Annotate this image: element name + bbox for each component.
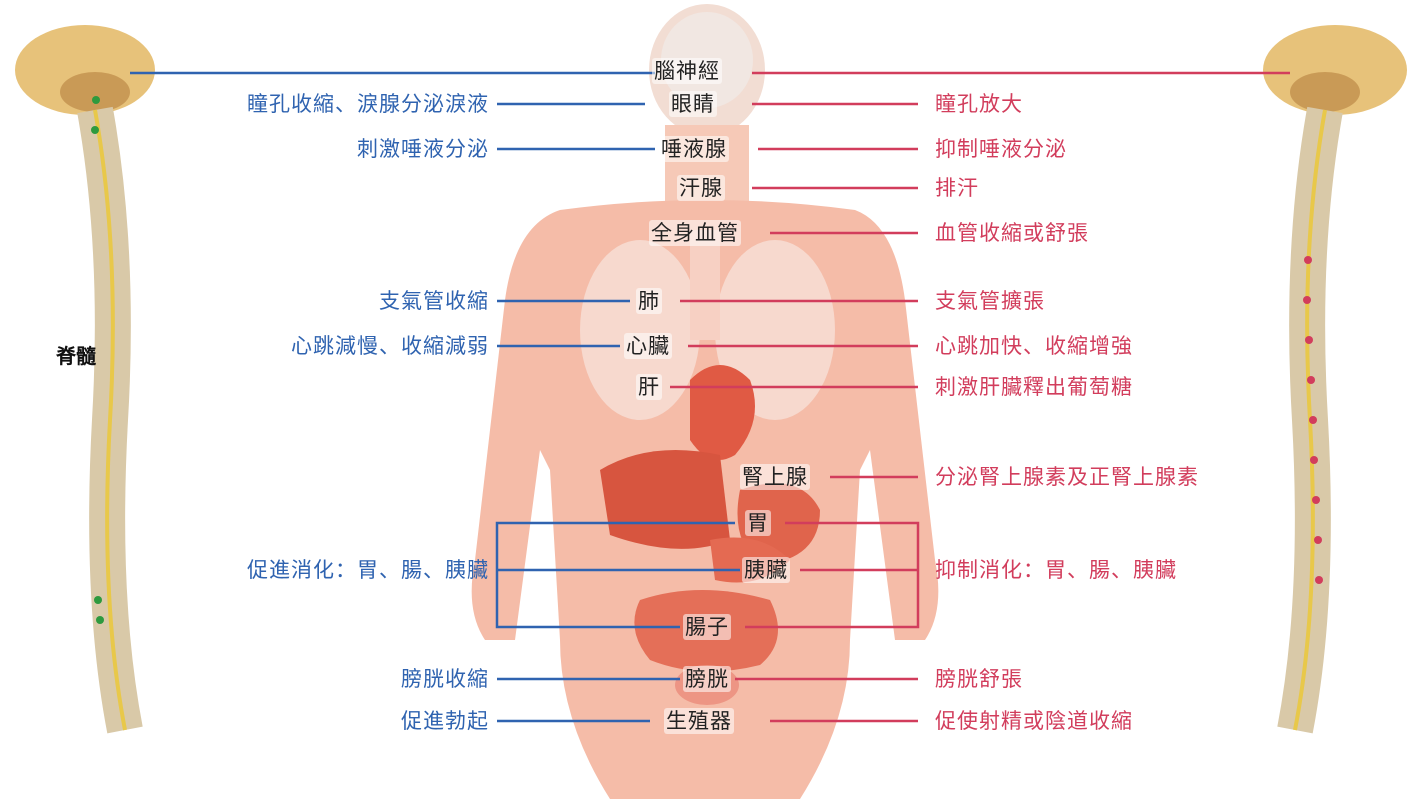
symp-effect-genital: 促使射精或陰道收縮	[935, 708, 1133, 734]
symp-effect-salivary: 抑制唾液分泌	[935, 136, 1067, 162]
right-spine-illustration	[1263, 25, 1407, 730]
symp-effect-bladder: 膀胱舒張	[935, 666, 1023, 692]
para-effect-lung: 支氣管收縮	[379, 288, 489, 314]
para-effect-heart: 心跳減慢、收縮減弱	[291, 333, 489, 359]
symp-effect-liver: 刺激肝臟釋出葡萄糖	[935, 374, 1133, 400]
symp-effect-adrenal: 分泌腎上腺素及正腎上腺素	[935, 464, 1199, 490]
para-effect-bladder: 膀胱收縮	[401, 666, 489, 692]
organ-label-bladder: 膀胱	[683, 666, 731, 692]
organ-label-lung: 肺	[636, 288, 662, 314]
symp-effect-eye: 瞳孔放大	[935, 91, 1023, 117]
symp-effect-lung: 支氣管擴張	[935, 288, 1045, 314]
organ-label-sweat: 汗腺	[677, 175, 725, 201]
para-effect-salivary: 刺激唾液分泌	[357, 136, 489, 162]
symp-effect-digestion: 抑制消化：胃、腸、胰臟	[935, 557, 1177, 583]
organ-label-genital: 生殖器	[664, 708, 734, 734]
para-effect-digestion: 促進消化：胃、腸、胰臟	[247, 557, 489, 583]
symp-effect-heart: 心跳加快、收縮增強	[935, 333, 1133, 359]
left-spine-illustration	[15, 25, 155, 730]
organ-label-pancreas: 胰臟	[742, 557, 790, 583]
organ-label-intestine: 腸子	[683, 614, 731, 640]
symp-effect-vessels: 血管收縮或舒張	[935, 220, 1089, 246]
para-effect-genital: 促進勃起	[401, 708, 489, 734]
organ-label-salivary: 唾液腺	[659, 136, 729, 162]
organ-label-adrenal: 腎上腺	[740, 464, 810, 490]
symp-effect-sweat: 排汗	[935, 175, 979, 201]
spinal-cord-label: 脊髓	[56, 340, 96, 369]
organ-label-heart: 心臟	[624, 333, 672, 359]
organ-label-stomach: 胃	[745, 510, 771, 536]
organ-label-liver: 肝	[636, 374, 662, 400]
organ-label-eye: 眼睛	[669, 91, 717, 117]
para-effect-eye: 瞳孔收縮、淚腺分泌淚液	[247, 91, 489, 117]
organ-label-vessels: 全身血管	[649, 220, 741, 246]
organ-label-brain: 腦神經	[652, 58, 722, 84]
